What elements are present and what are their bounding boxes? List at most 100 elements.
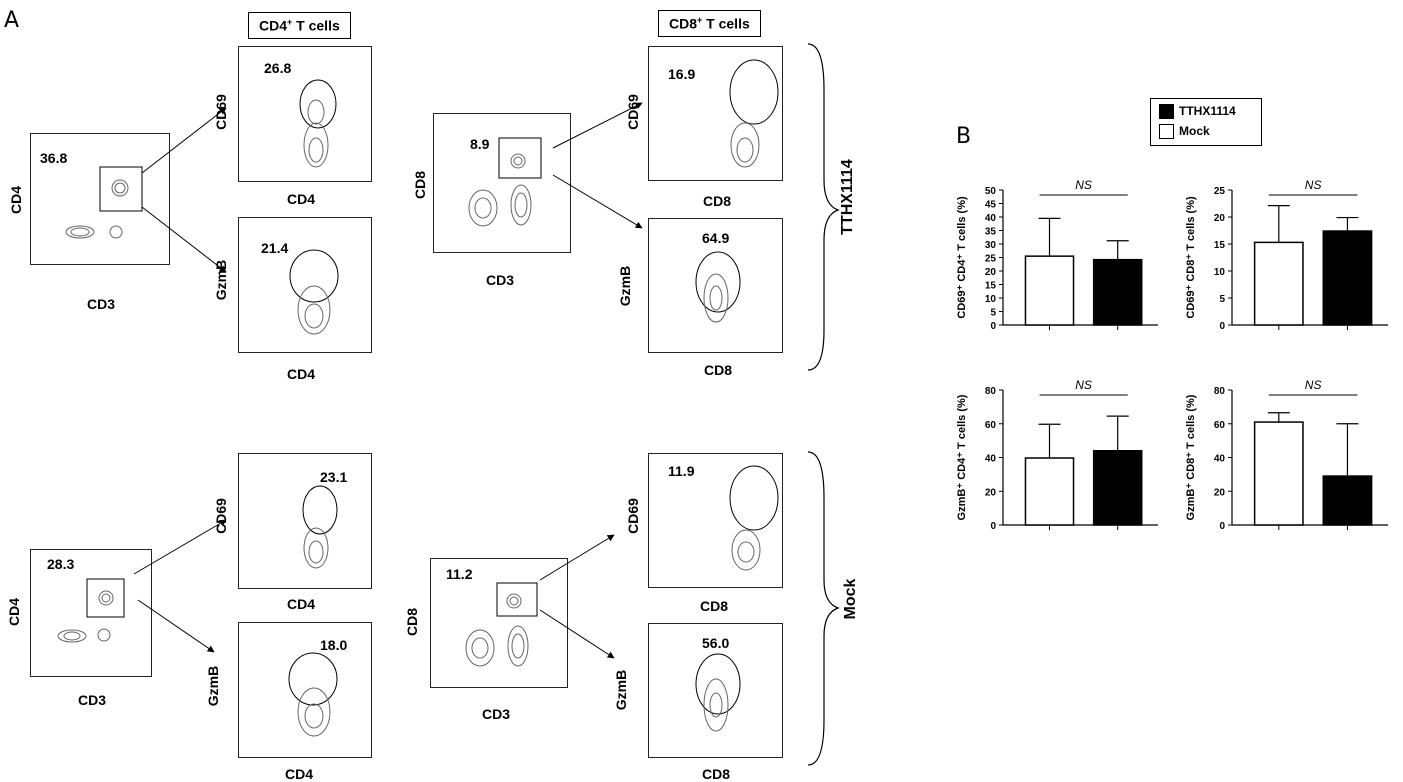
chart3-bar-1 bbox=[1322, 475, 1373, 526]
chart2-ylabel: GzmB⁺ CD4⁺ T cells (%) bbox=[956, 394, 968, 520]
bottom-cd4-gate-value: 28.3 bbox=[47, 556, 75, 572]
cd8-header-main: CD8 bbox=[669, 15, 698, 32]
chart2-annotation: NS bbox=[1075, 378, 1092, 392]
chart0-ytick-label: 45 bbox=[985, 200, 997, 211]
cd4-header-sup: + bbox=[287, 17, 293, 27]
top-cd4-gzmb-xlabel: CD4 bbox=[287, 366, 316, 382]
arrow-bottom-cd8-to-gzmb bbox=[539, 609, 615, 659]
bottom-cd8-gzmb-xlabel: CD8 bbox=[702, 766, 731, 782]
top-cd8-gate-xlabel: CD3 bbox=[486, 272, 515, 288]
bottom-cd8-cd3-plot bbox=[430, 558, 568, 688]
chart2-ytick-label: 0 bbox=[990, 521, 996, 532]
chart3-ytick-label: 40 bbox=[1214, 454, 1226, 465]
chart1-ylabel: CD69⁺ CD8⁺ T cells (%) bbox=[1185, 196, 1197, 319]
cd8-header-rest: T cells bbox=[702, 15, 750, 32]
top-cd8-cd69-xlabel: CD8 bbox=[703, 193, 732, 209]
chart0-ytick-label: 0 bbox=[990, 321, 996, 332]
chart1-bar-0 bbox=[1253, 241, 1304, 326]
chart0-bar-1 bbox=[1092, 258, 1143, 326]
bottom-cd8-cd69-value: 11.9 bbox=[668, 463, 695, 479]
chart0-ytick-label: 20 bbox=[985, 267, 997, 278]
bottom-cd4-gzmb-xlabel: CD4 bbox=[285, 766, 314, 782]
top-cd8-gate-box bbox=[498, 137, 542, 179]
arrow-bottom-cd8-to-cd69 bbox=[539, 534, 615, 581]
bottom-cd8-gate-box bbox=[496, 582, 538, 617]
cd8-header-sup: + bbox=[697, 15, 703, 25]
chart3-ytick-label: 0 bbox=[1219, 521, 1225, 532]
top-cd4-cd69-gate bbox=[299, 79, 337, 129]
chart0-ytick-label: 50 bbox=[985, 186, 997, 197]
chart2-ytick-label: 80 bbox=[985, 386, 997, 397]
legend-swatch-tthx1114 bbox=[1159, 104, 1174, 120]
chart3-ylabel: GzmB⁺ CD8⁺ T cells (%) bbox=[1185, 394, 1197, 520]
top-cd8-cd69-plot bbox=[648, 46, 783, 181]
top-cd4-gzmb-value: 21.4 bbox=[261, 240, 289, 256]
legend-label-mock: Mock bbox=[1179, 124, 1210, 138]
bottom-cd8-gate-xlabel: CD3 bbox=[482, 706, 511, 722]
arrow-top-cd8-to-cd69 bbox=[552, 102, 643, 149]
top-cd4-gzmb-gate bbox=[289, 249, 339, 303]
top-cd8-gzmb-value: 64.9 bbox=[702, 230, 730, 246]
chart2-ytick-label: 40 bbox=[985, 454, 997, 465]
cd4-header-rest: T cells bbox=[292, 17, 340, 34]
top-cd4-gate-xlabel: CD3 bbox=[87, 296, 116, 312]
top-cd4-gate-box bbox=[99, 166, 143, 212]
legend-swatch-mock bbox=[1159, 124, 1174, 140]
chart1-ytick-label: 5 bbox=[1219, 294, 1225, 305]
chart3-ytick-label: 80 bbox=[1214, 386, 1226, 397]
chart2-bar-0 bbox=[1024, 457, 1075, 526]
top-cd8-gzmb-gate bbox=[695, 251, 741, 313]
panel-label-a: A bbox=[4, 8, 20, 33]
chart0-bar-0 bbox=[1024, 255, 1075, 326]
bottom-cd4-cd69-xlabel: CD4 bbox=[287, 596, 316, 612]
chart0-ytick-label: 40 bbox=[985, 213, 997, 224]
chart3-bar-0 bbox=[1253, 421, 1304, 526]
bottom-cd4-gate-xlabel: CD3 bbox=[78, 692, 107, 708]
chart3-ytick-label: 60 bbox=[1214, 420, 1226, 431]
chart0-ylabel: CD69⁺ CD4⁺ T cells (%) bbox=[956, 196, 968, 319]
top-cd8-cd69-gate bbox=[729, 59, 779, 125]
legend-label-tthx1114: TTHX1114 bbox=[1179, 104, 1236, 118]
chart3-ytick-label: 20 bbox=[1214, 487, 1226, 498]
bottom-cd4-cd69-gate bbox=[302, 485, 338, 535]
chart0-ytick-label: 30 bbox=[985, 240, 997, 251]
bottom-cd8-gate-value: 11.2 bbox=[446, 566, 473, 582]
arrow-top-cd4-to-cd69 bbox=[141, 107, 227, 174]
bottom-cd8-cd69-gate bbox=[729, 465, 779, 531]
chart1-ytick-label: 20 bbox=[1214, 213, 1226, 224]
cd4-t-cells-header: CD4+ T cells bbox=[248, 12, 351, 39]
legend-item-mock: Mock bbox=[1159, 124, 1210, 140]
chart0-ytick-label: 35 bbox=[985, 227, 997, 238]
chart0-annotation: NS bbox=[1075, 178, 1092, 192]
chart0-ytick-label: 10 bbox=[985, 294, 997, 305]
brace-tthx1114 bbox=[807, 43, 840, 371]
bottom-cd4-gzmb-gate bbox=[288, 652, 338, 706]
top-cd4-cd69-value: 26.8 bbox=[264, 60, 292, 76]
arrow-bottom-cd4-to-cd69 bbox=[133, 519, 227, 575]
bottom-cd8-gzmb-gate bbox=[695, 653, 741, 715]
top-cd8-gzmb-plot bbox=[648, 218, 783, 353]
chart2-ytick-label: 20 bbox=[985, 487, 997, 498]
cd8-t-cells-header: CD8+ T cells bbox=[658, 10, 761, 37]
legend: TTHX1114 Mock bbox=[1150, 98, 1262, 146]
chart0-ytick-label: 15 bbox=[985, 281, 997, 292]
chart1-bar-1 bbox=[1322, 230, 1373, 326]
chart1-ytick-label: 10 bbox=[1214, 267, 1226, 278]
bottom-cd4-gate-box bbox=[86, 578, 125, 618]
bottom-cd8-cd69-plot bbox=[648, 453, 783, 588]
top-cd8-cd69-value: 16.9 bbox=[668, 66, 696, 82]
chart1-ytick-label: 15 bbox=[1214, 240, 1226, 251]
top-cd4-cd69-plot bbox=[238, 46, 372, 182]
chart1-annotation: NS bbox=[1305, 178, 1322, 192]
arrow-top-cd4-to-gzmb bbox=[141, 206, 227, 273]
chart2-ytick-label: 60 bbox=[985, 420, 997, 431]
bottom-cd4-gzmb-plot bbox=[238, 622, 372, 758]
legend-item-tthx1114: TTHX1114 bbox=[1159, 104, 1236, 120]
chart3-annotation: NS bbox=[1305, 378, 1322, 392]
arrow-bottom-cd4-to-gzmb bbox=[137, 599, 215, 653]
bottom-cd8-cd69-xlabel: CD8 bbox=[700, 598, 729, 614]
brace-mock bbox=[807, 451, 840, 766]
panel-label-b: B bbox=[956, 124, 972, 149]
